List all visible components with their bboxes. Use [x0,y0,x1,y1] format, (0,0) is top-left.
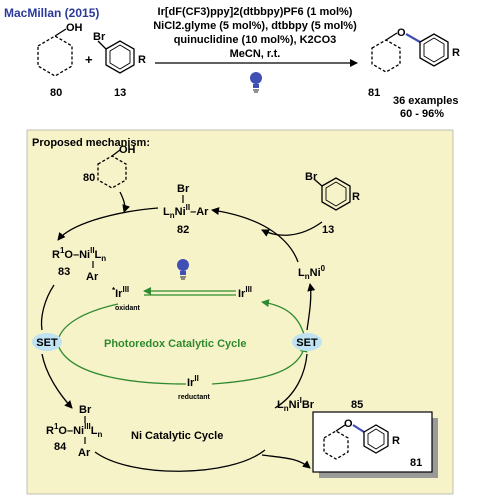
photoredox-cycle-label: Photoredox Catalytic Cycle [104,338,246,350]
mech-aryl-r: R [352,191,360,203]
alcohol-80-structure: OH [37,22,83,77]
complex-84-number: 84 [54,441,67,453]
reagent-line-3: quinuclidine (10 mol%), K2CO3 [174,34,337,46]
svg-text:LnNiIBr: LnNiIBr [277,396,315,413]
alcohol-oh-label: OH [66,22,83,34]
set-right-label: SET [296,337,318,349]
complex-82: Br LnNiII–Ar 82 [163,183,209,236]
reagent-line-2: NiCl2.glyme (5 mol%), dtbbpy (5 mol%) [153,20,357,32]
mech-aryl-br: Br [305,171,318,183]
complex-82-number: 82 [177,224,189,236]
mech-alcohol-number: 80 [83,172,95,184]
examples-count: 36 examples [393,95,458,107]
photoredox-cycle-arcs [57,299,308,385]
svg-text:Ar: Ar [86,271,99,283]
mechanism-aryl-bromide-13: Br R 13 [305,171,360,236]
svg-text:Br: Br [79,404,92,416]
set-bubble-right: SET [292,333,322,351]
yield-range: 60 - 96% [400,108,444,120]
set-bubble-left: SET [32,333,62,351]
ir-iii-excited: *IrIII [112,285,129,300]
ir-reductant-label: reductant [178,394,211,401]
product-r-label: R [452,47,460,59]
aryl-bromide-number: 13 [114,87,126,99]
product-81-structure: O R [371,27,460,73]
product-o-label: O [397,27,406,39]
product-number: 81 [368,87,380,99]
ir-ii-species: IrII [187,374,199,389]
mech-alcohol-oh: OH [119,144,136,156]
aryl-br-label: Br [93,31,106,43]
plus-sign: + [85,52,93,67]
svg-text:Ar: Ar [78,447,91,459]
complex-85-number: 85 [351,399,363,411]
reagent-line-1: Ir[dF(CF3)ppy]2(dtbbpy)PF6 (1 mol%) [158,6,353,18]
set-left-label: SET [36,337,58,349]
aryl-bromide-13-structure: Br R [93,31,146,74]
mechanism-light-bulb-icon [177,259,189,280]
light-bulb-icon [250,72,262,93]
ni-cycle-arcs [40,191,323,472]
mechanism-title: Proposed mechanism: [32,137,150,149]
ni-cycle-label: Ni Catalytic Cycle [131,430,223,442]
box-product-r: R [392,435,400,447]
product-box: O R 81 [312,411,438,478]
mech-aryl-number: 13 [322,224,334,236]
complex-83-number: 83 [58,266,70,278]
box-product-o: O [344,418,353,430]
aryl-r-label: R [138,54,146,66]
svg-text:Br: Br [177,183,190,195]
svg-text:LnNiII–Ar: LnNiII–Ar [163,203,209,220]
alcohol-number: 80 [50,87,62,99]
box-product-number: 81 [410,457,422,469]
reagent-line-4: MeCN, r.t. [230,48,281,60]
complex-83: R1O–NiIILn Ar 83 [52,246,106,283]
ir-oxidant-label: oxidant [115,305,141,312]
reagent-block: Ir[dF(CF3)ppy]2(dtbbpy)PF6 (1 mol%) NiCl… [153,6,357,60]
mechanism-alcohol-80: OH 80 [83,144,136,189]
citation: MacMillan (2015) [4,6,99,20]
